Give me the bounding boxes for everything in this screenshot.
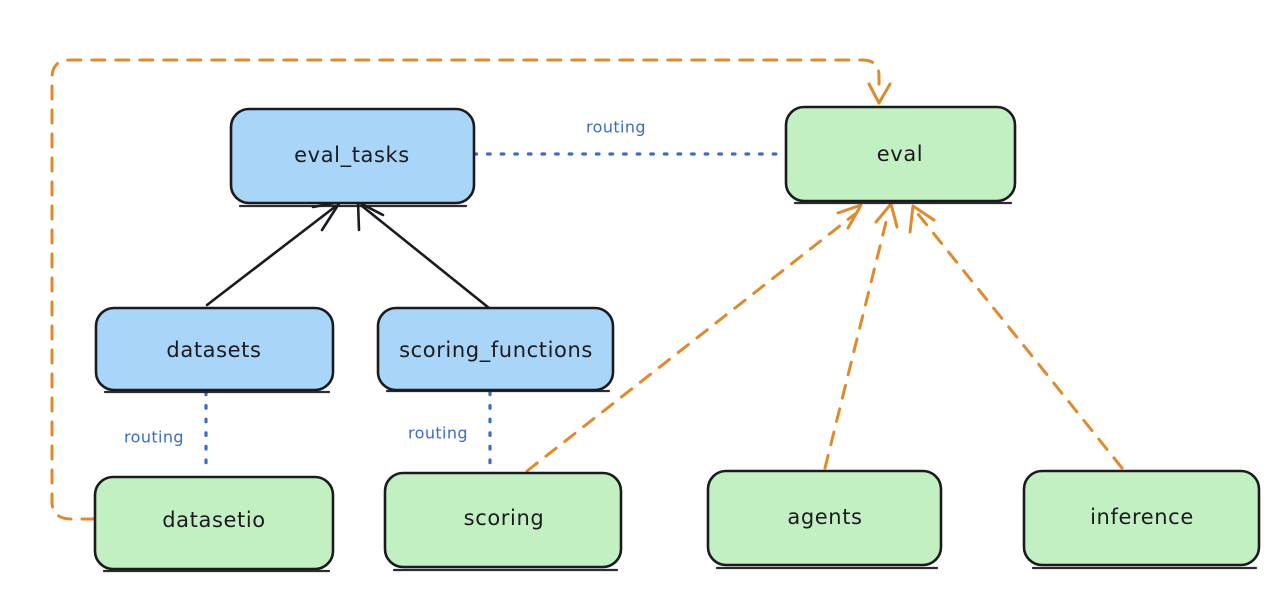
edge-scoring-functions-to-scoring: routing: [408, 390, 492, 475]
edge-scoring-to-eval: [525, 203, 863, 473]
node-eval-tasks[interactable]: eval_tasks: [229, 107, 476, 208]
edge-datasetio-to-eval: [50, 58, 892, 521]
node-label-eval-tasks: eval_tasks: [294, 143, 410, 168]
edge-scoring-functions-to-eval-tasks: [356, 200, 491, 310]
node-datasets[interactable]: datasets: [94, 306, 335, 394]
edge-label-eval-tasks-routing: routing: [586, 118, 646, 137]
edge-agents-to-eval: [823, 202, 899, 470]
edge-eval-tasks-to-eval: routing: [472, 118, 787, 156]
node-label-eval: eval: [877, 142, 923, 166]
edge-inference-to-eval: [908, 204, 1124, 470]
node-inference[interactable]: inference: [1022, 469, 1261, 570]
node-scoring-functions[interactable]: scoring_functions: [376, 306, 615, 393]
edge-datasets-to-eval-tasks: [205, 200, 342, 307]
node-label-inference: inference: [1090, 505, 1194, 529]
node-label-scoring: scoring: [464, 506, 545, 530]
node-eval[interactable]: eval: [784, 105, 1017, 205]
edge-label-scoring-functions-routing: routing: [408, 424, 468, 443]
node-agents[interactable]: agents: [706, 469, 943, 570]
node-label-datasetio: datasetio: [162, 508, 265, 532]
node-datasetio[interactable]: datasetio: [93, 475, 335, 573]
edge-label-datasets-routing: routing: [124, 428, 184, 447]
node-scoring[interactable]: scoring: [383, 471, 623, 572]
node-label-scoring-functions: scoring_functions: [399, 338, 593, 363]
node-label-agents: agents: [787, 505, 862, 529]
node-label-datasets: datasets: [166, 338, 261, 362]
edge-datasets-to-datasetio: routing: [124, 390, 208, 475]
